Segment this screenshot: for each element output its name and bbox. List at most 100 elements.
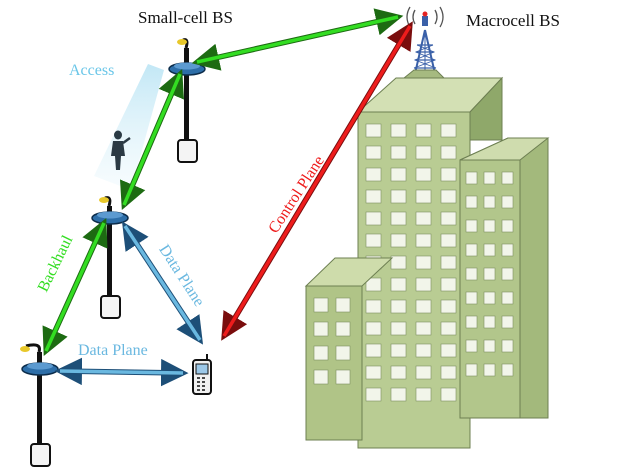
building-window <box>335 297 351 313</box>
building-window <box>365 387 382 402</box>
city-buildings <box>304 6 550 449</box>
building-window <box>365 189 382 204</box>
building-window <box>415 387 432 402</box>
building-window <box>365 211 382 226</box>
building-window <box>501 315 514 329</box>
building-window <box>440 277 457 292</box>
building-window <box>365 321 382 336</box>
building-window <box>483 363 496 377</box>
building-window <box>501 243 514 257</box>
building-window <box>501 291 514 305</box>
building-window <box>483 315 496 329</box>
building-window <box>390 321 407 336</box>
building-window <box>365 365 382 380</box>
access-label: Access <box>69 62 115 79</box>
building-window <box>390 233 407 248</box>
building-window <box>415 211 432 226</box>
building-window <box>501 339 514 353</box>
building-window <box>465 219 478 233</box>
building-window <box>440 299 457 314</box>
macrocell-antenna-mast <box>406 6 444 79</box>
building-window <box>415 299 432 314</box>
right-tower-windows <box>465 171 514 377</box>
building-window <box>390 255 407 270</box>
building-window <box>440 343 457 358</box>
building-window <box>313 369 329 385</box>
building-window <box>415 167 432 182</box>
building-window <box>415 343 432 358</box>
building-window <box>390 387 407 402</box>
building-window <box>390 365 407 380</box>
building-window <box>390 123 407 138</box>
building-window <box>483 243 496 257</box>
building-window <box>465 171 478 185</box>
building-window <box>335 345 351 361</box>
building-window <box>440 211 457 226</box>
building-window <box>483 339 496 353</box>
building-window <box>440 365 457 380</box>
building-window <box>415 277 432 292</box>
link-dataplane-bottom-phone <box>54 357 189 387</box>
building-window <box>415 365 432 380</box>
building-window <box>440 387 457 402</box>
small-cell-bs-label: Small-cell BS <box>138 8 233 27</box>
right-tower <box>459 137 550 419</box>
link-control-plane <box>221 21 413 341</box>
link-dataplane-middle-phone <box>121 221 204 345</box>
data-plane-horizontal-label: Data Plane <box>78 342 148 359</box>
building-window <box>483 171 496 185</box>
building-window <box>390 145 407 160</box>
building-window <box>390 277 407 292</box>
building-window <box>415 255 432 270</box>
building-window <box>440 123 457 138</box>
building-window <box>390 189 407 204</box>
building-window <box>501 363 514 377</box>
link-backhaul-top-middle <box>120 68 184 211</box>
building-window <box>365 123 382 138</box>
building-window <box>465 267 478 281</box>
building-window <box>483 195 496 209</box>
building-window <box>440 145 457 160</box>
building-window <box>465 291 478 305</box>
building-window <box>335 321 351 337</box>
building-window <box>415 123 432 138</box>
building-window <box>501 171 514 185</box>
building-window <box>465 363 478 377</box>
building-window <box>483 219 496 233</box>
building-window <box>313 321 329 337</box>
access-beam <box>94 64 164 190</box>
building-window <box>313 297 329 313</box>
building-window <box>390 167 407 182</box>
building-window <box>501 219 514 233</box>
building-window <box>415 145 432 160</box>
building-window <box>501 267 514 281</box>
building-window <box>365 299 382 314</box>
building-window <box>465 315 478 329</box>
building-window <box>390 299 407 314</box>
building-window <box>415 321 432 336</box>
building-window <box>440 255 457 270</box>
building-window <box>335 369 351 385</box>
building-window <box>365 145 382 160</box>
building-window <box>465 195 478 209</box>
small-cell-pole-top <box>168 38 206 163</box>
mobile-phone-icon <box>192 354 212 395</box>
building-window <box>415 189 432 204</box>
building-window <box>365 167 382 182</box>
building-window <box>440 321 457 336</box>
building-window <box>501 195 514 209</box>
link-backhaul-middle-bottom <box>42 217 108 357</box>
building-window <box>465 243 478 257</box>
building-window <box>440 167 457 182</box>
building-window <box>365 233 382 248</box>
building-window <box>415 233 432 248</box>
building-window <box>313 345 329 361</box>
building-window <box>390 343 407 358</box>
building-window <box>440 233 457 248</box>
building-window <box>390 211 407 226</box>
building-window <box>483 267 496 281</box>
small-cell-pole-bottom <box>20 343 59 467</box>
small-cell-pole-middle <box>91 196 129 319</box>
building-window <box>440 189 457 204</box>
